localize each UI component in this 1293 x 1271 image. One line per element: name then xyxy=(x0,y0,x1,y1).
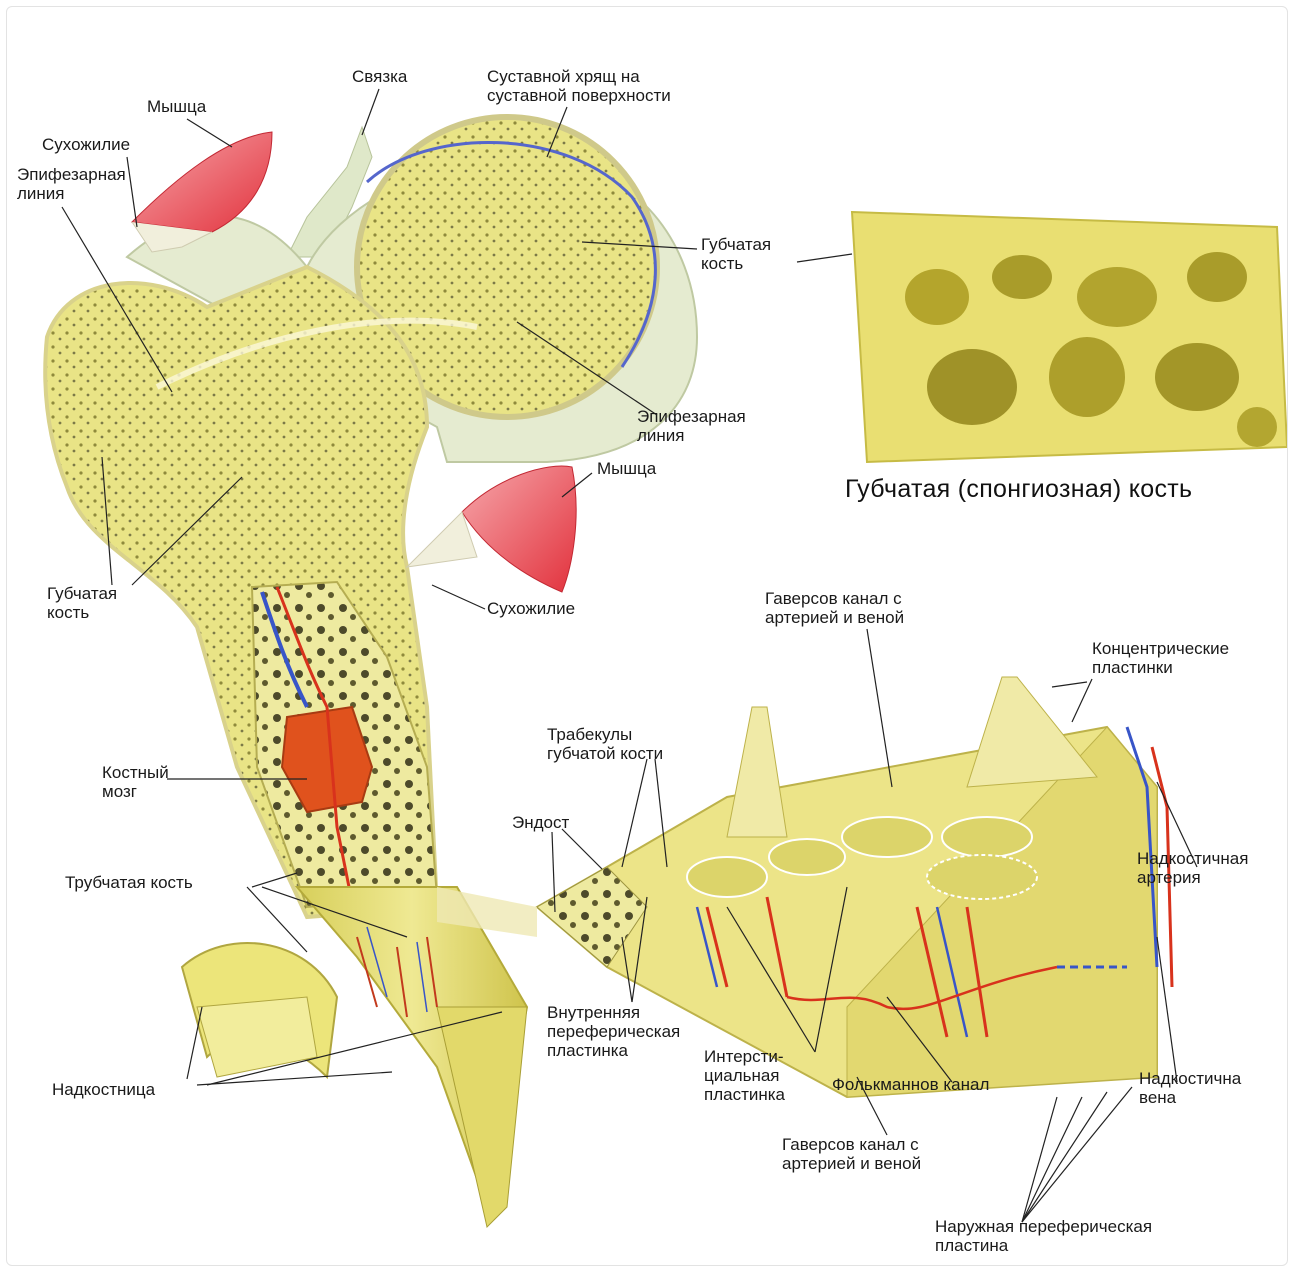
label-periosteum: Надкостница xyxy=(52,1080,155,1099)
label-endosteum: Эндост xyxy=(512,813,569,832)
diagram-frame: Связка Суставной хрящ на суставной повер… xyxy=(6,6,1288,1266)
label-ligament: Связка xyxy=(352,67,407,86)
label-tendon-mid: Сухожилие xyxy=(487,599,575,618)
label-spongy-bone-left: Губчатая кость xyxy=(47,584,117,622)
label-muscle-mid: Мышца xyxy=(597,459,656,478)
label-haversian-canal-top: Гаверсов канал с артерией и веной xyxy=(765,589,904,627)
label-epiphyseal-line-left: Эпифезарная линия xyxy=(17,165,126,203)
spongy-bone-block xyxy=(852,212,1287,462)
spongy-bone-caption: Губчатая (спонгиозная) кость xyxy=(845,475,1192,503)
label-inner-circumferential-lamella: Внутренняя переферическая пластинка xyxy=(547,1003,680,1060)
label-spongy-bone-right: Губчатая кость xyxy=(701,235,771,273)
shaft-cone xyxy=(437,1007,527,1227)
label-articular-cartilage: Суставной хрящ на суставной поверхности xyxy=(487,67,671,105)
label-trabeculae: Трабекулы губчатой кости xyxy=(547,725,663,763)
label-volkmann-canal: Фолькманнов канал xyxy=(832,1075,989,1094)
label-muscle-top: Мышца xyxy=(147,97,206,116)
label-bone-marrow: Костный мозг xyxy=(102,763,169,801)
label-tubular-bone: Трубчатая кость xyxy=(65,873,193,892)
bone-illustration xyxy=(7,7,1287,1265)
label-periosteal-artery: Надкостичная артерия xyxy=(1137,849,1248,887)
label-haversian-canal-bottom: Гаверсов канал с артерией и веной xyxy=(782,1135,921,1173)
label-periosteal-vein: Надкостична вена xyxy=(1139,1069,1241,1107)
label-interstitial-lamella: Интерсти- циальная пластинка xyxy=(704,1047,785,1104)
label-epiphyseal-line-right: Эпифезарная линия xyxy=(637,407,746,445)
label-tendon-top: Сухожилие xyxy=(42,135,130,154)
label-concentric-lamellae: Концентрические пластинки xyxy=(1092,639,1229,677)
muscle-mid xyxy=(462,466,576,592)
label-outer-circumferential-lamella: Наружная переферическая пластина xyxy=(935,1217,1152,1255)
muscle-top xyxy=(132,132,272,232)
tendon-mid xyxy=(407,512,477,567)
